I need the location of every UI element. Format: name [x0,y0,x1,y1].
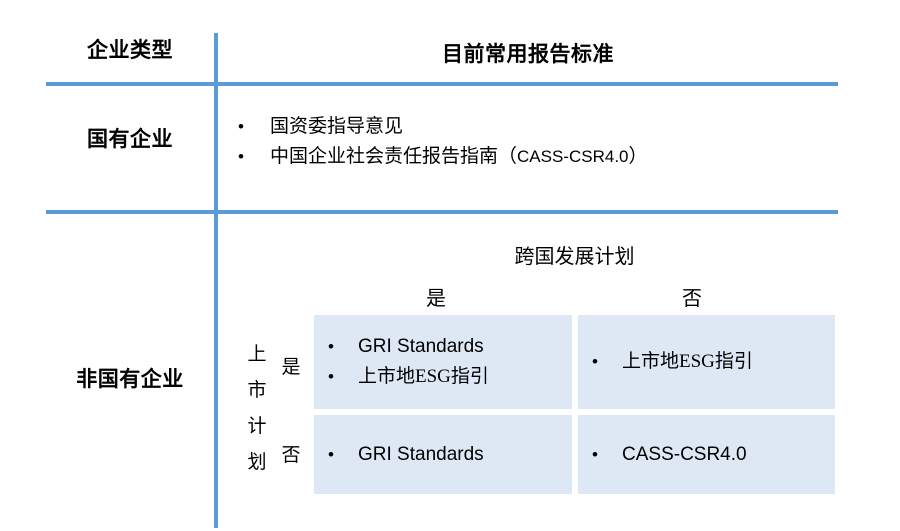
list-item-label-suffix: ） [628,146,648,167]
matrix-row-group-label-char: 上 [247,344,267,365]
matrix-row-group-label-char: 计 [247,416,267,437]
matrix-cell-no-no: • CASS-CSR4.0 [578,415,835,494]
list-item: • 国资委指导意见 [238,112,838,142]
bullet-icon: • [238,117,244,136]
column-header-enterprise-type: 企业类型 [87,38,173,62]
list-item-label: 上市地ESG指引 [622,351,753,372]
matrix-cell-yes-yes: • GRI Standards • 上市地ESG指引 [314,315,572,409]
soe-standards-list: • 国资委指导意见 • 中国企业社会责任报告指南（CASS-CSR4.0） [238,112,838,172]
bullet-icon: • [328,337,334,356]
list-item: • 上市地ESG指引 [578,347,835,377]
row-label-state-owned-enterprise: 国有企业 [87,127,173,151]
list-item-label: GRI Standards [358,336,484,357]
bullet-icon: • [328,444,334,464]
matrix-column-group-title: 跨国发展计划 [514,246,635,268]
matrix-row-header-no: 否 [281,445,301,466]
matrix-row-group-label-char: 划 [247,452,267,473]
bullet-icon: • [592,352,598,371]
list-item: • CASS-CSR4.0 [578,440,835,470]
header-divider-rule [46,82,838,86]
matrix-row-group-label: 上 市 计 划 [246,337,268,481]
matrix-column-header-no: 否 [682,288,702,310]
row-divider-rule [46,210,838,214]
column-header-reporting-standards: 目前常用报告标准 [442,42,614,66]
list-item: • GRI Standards [314,332,572,362]
list-item-label-latin: CASS-CSR4.0 [517,147,629,166]
list-item-label: 上市地ESG指引 [358,366,489,387]
row-label-non-state-owned-enterprise: 非国有企业 [76,367,184,391]
list-item-label: 国资委指导意见 [270,116,404,137]
matrix-cell-no-yes: • GRI Standards [314,415,572,494]
list-item: • 中国企业社会责任报告指南（CASS-CSR4.0） [238,142,838,172]
bullet-icon: • [592,444,598,464]
list-item-label: 中国企业社会责任报告指南（CASS-CSR4.0） [270,142,648,172]
list-item-label-prefix: 中国企业社会责任报告指南（ [270,146,518,167]
matrix-row-group-label-char: 市 [247,380,267,401]
list-item-label: CASS-CSR4.0 [622,443,747,465]
matrix-column-header-yes: 是 [426,288,446,310]
list-item: • GRI Standards [314,440,572,470]
list-item: • 上市地ESG指引 [314,362,572,392]
bullet-icon: • [328,367,334,386]
matrix-cell-yes-no: • 上市地ESG指引 [578,315,835,409]
bullet-icon: • [238,147,244,166]
matrix-row-header-yes: 是 [281,357,301,378]
column-divider-rule [214,33,218,528]
list-item-label: GRI Standards [358,443,484,465]
